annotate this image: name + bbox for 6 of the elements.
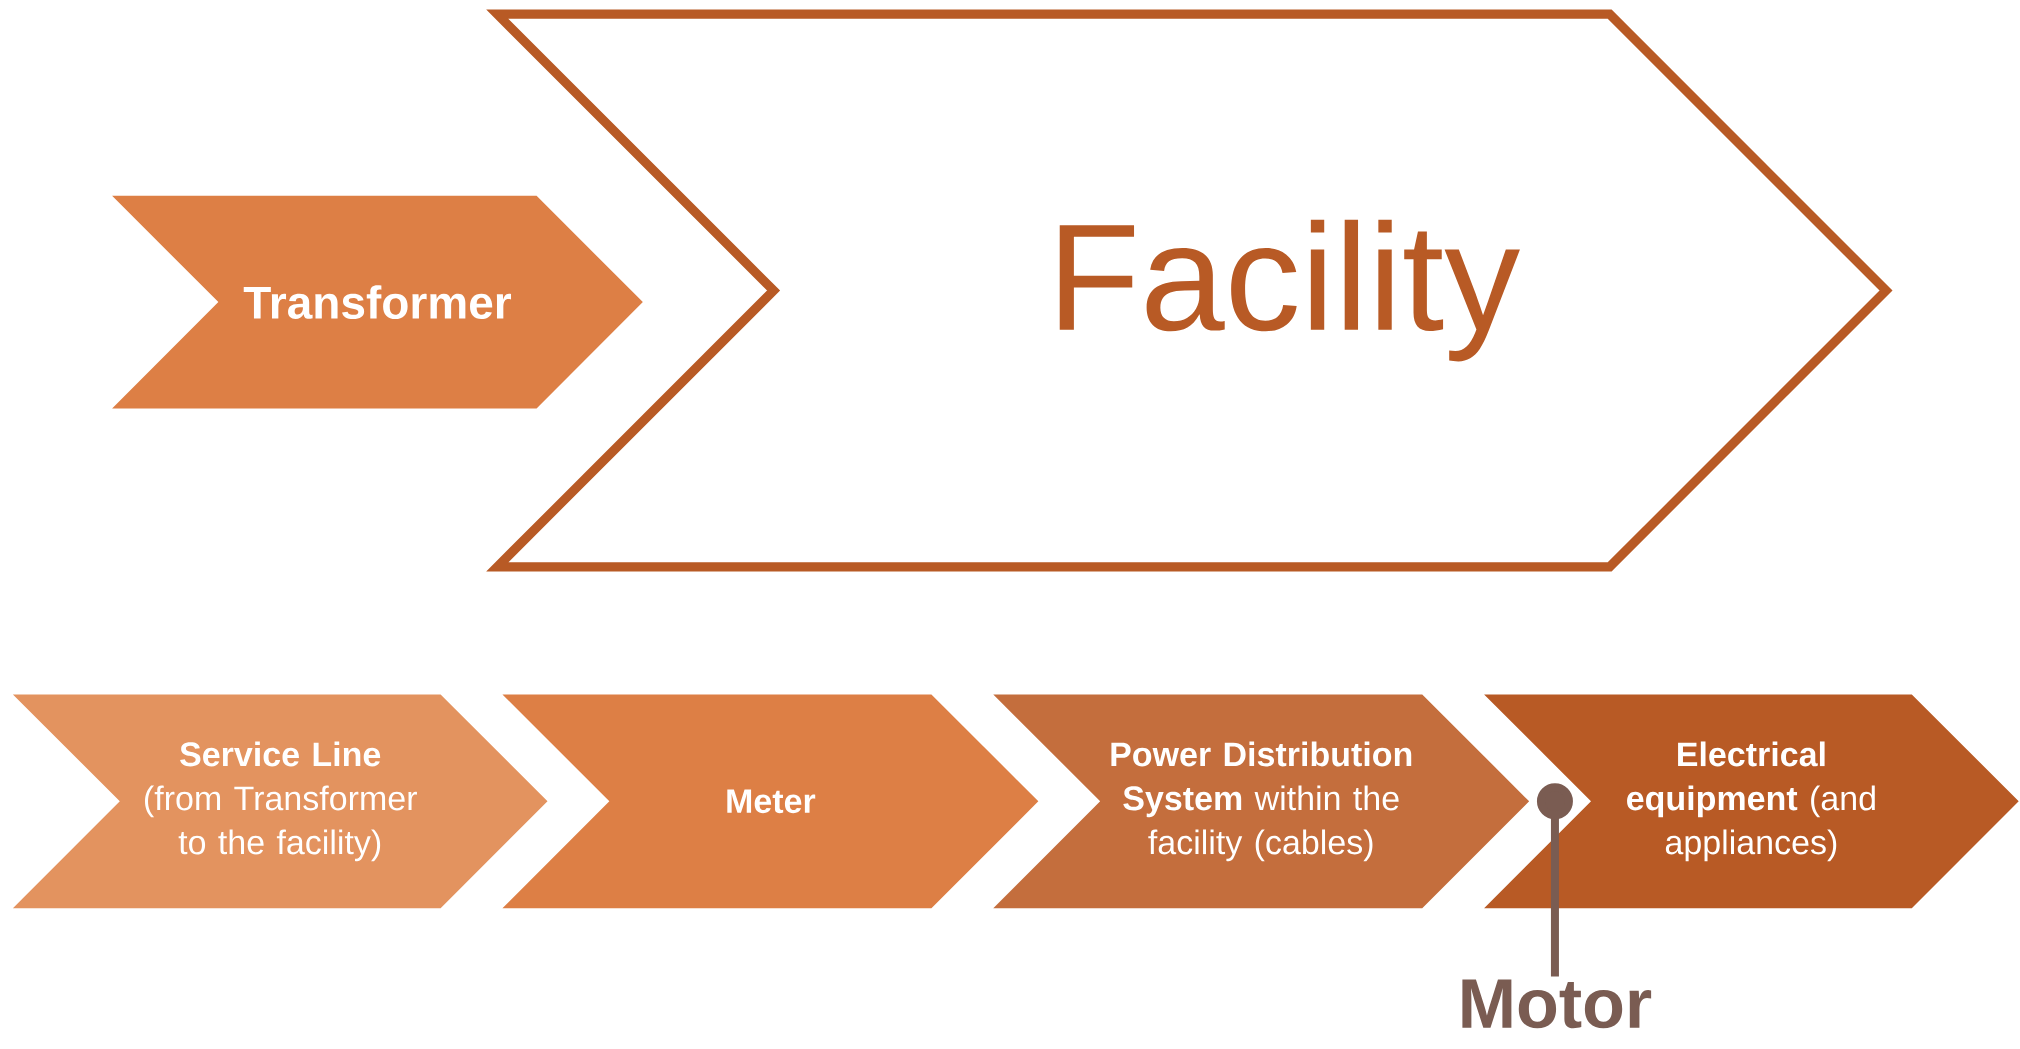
process-step: Service Line (from Transformer to the facility) [12, 694, 548, 909]
process-step: Meter [502, 694, 1039, 909]
process-step: Power Distribution System within the facility (cables) [993, 694, 1530, 909]
label: Motor [1462, 979, 1652, 1029]
process-step: Transformer [112, 196, 643, 409]
process-step: Electrical equipment (and appliances) [1484, 694, 2019, 909]
